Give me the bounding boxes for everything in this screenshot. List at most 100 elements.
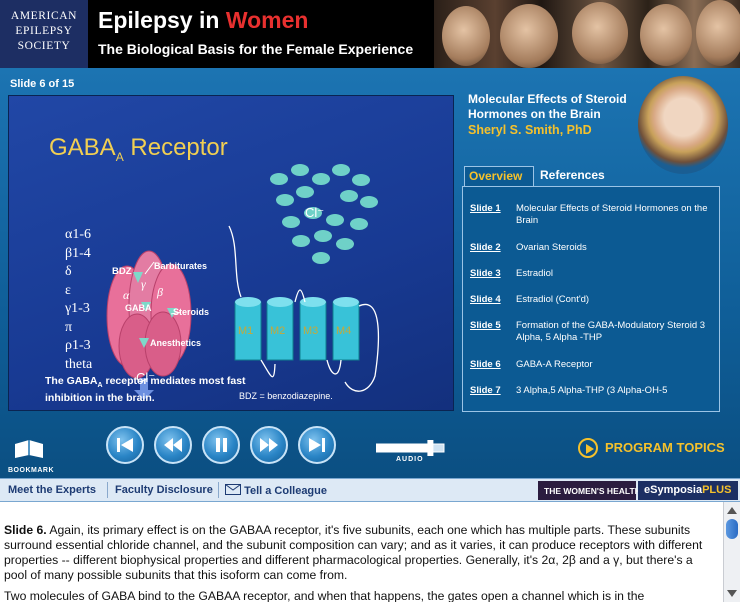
bookmark-icon xyxy=(15,440,43,458)
m2-segment xyxy=(266,301,294,361)
esymposia-plus-badge[interactable]: eSymposiaPLUS xyxy=(638,481,738,500)
esymposia-plus-text: PLUS xyxy=(702,484,732,496)
tab-overview[interactable]: Overview xyxy=(464,166,534,186)
toc-slide-link[interactable]: Slide 1 xyxy=(470,203,501,214)
toc-slide-link[interactable]: Slide 6 xyxy=(470,359,501,370)
rewind-icon xyxy=(164,438,182,452)
faculty-disclosure-link[interactable]: Faculty Disclosure xyxy=(115,484,213,496)
steroid-site-marker xyxy=(167,308,177,318)
toc-slide-title: GABA-A Receptor xyxy=(516,359,593,370)
audio-label: AUDIO xyxy=(396,456,424,463)
womens-health-badge[interactable]: THE WOMEN'S HEALTH xyxy=(538,481,641,500)
esymposia-text: eSymposia xyxy=(644,484,703,496)
subunit-list: α1-6 β1-4 δ ε γ1-3 π ρ1-3 theta xyxy=(65,226,92,374)
alpha-label: α xyxy=(123,288,130,302)
cl-inner-label: Cl⁻ xyxy=(136,370,155,385)
tab-references[interactable]: References xyxy=(540,168,605,182)
slide-caption: The GABAA receptor mediates most fast in… xyxy=(45,375,246,405)
subunit-item: π xyxy=(65,319,73,335)
ion xyxy=(336,238,354,250)
gaba-label: GABA xyxy=(125,303,152,313)
ion xyxy=(282,216,300,228)
scroll-thumb[interactable] xyxy=(726,519,738,539)
slide-viewer: GABAA Receptor α1-6 β1-4 δ ε γ1-3 π ρ1-3… xyxy=(8,95,454,411)
ion xyxy=(312,252,330,264)
beta-label: β xyxy=(156,285,163,299)
audio-volume-slider[interactable] xyxy=(375,440,446,456)
subunit-item: α1-6 xyxy=(65,227,91,242)
toc-slide-title: Ovarian Steroids xyxy=(516,242,587,253)
toc-slide-link[interactable]: Slide 3 xyxy=(470,268,501,279)
audio-volume-fill xyxy=(376,444,431,452)
toc-slide-link[interactable]: Slide 4 xyxy=(470,294,501,305)
audio-volume-control[interactable]: AUDIO xyxy=(375,440,446,470)
skip-back-button[interactable] xyxy=(106,426,144,464)
ion xyxy=(292,235,310,247)
slide-title: GABAA Receptor xyxy=(49,134,228,164)
pause-button[interactable] xyxy=(202,426,240,464)
skip-back-icon xyxy=(117,438,133,452)
bookmark-button[interactable]: BOOKMARK xyxy=(8,438,54,474)
ion xyxy=(304,207,322,219)
header-photo-face xyxy=(500,4,558,68)
m4-segment xyxy=(332,301,360,361)
toc-slide-link[interactable]: Slide 7 xyxy=(470,385,501,396)
header-photo-face xyxy=(442,6,490,66)
subunit-item: theta xyxy=(65,356,93,372)
transcript-paragraph: Two molecules of GABA bind to the GABAA … xyxy=(4,589,645,602)
subunit-item: δ xyxy=(65,264,72,279)
toc-slide-link[interactable]: Slide 5 xyxy=(470,320,501,331)
speaker-info: Molecular Effects of Steroid Hormones on… xyxy=(468,92,648,137)
barbiturates-label: Barbiturates xyxy=(154,261,207,271)
gaba-receptor-diagram: Cl⁻ M1 M2 M3 M4 xyxy=(106,164,380,400)
subunit-item: ρ1-3 xyxy=(65,338,91,353)
header-banner: AMERICAN EPILEPSY SOCIETY Epilepsy in Wo… xyxy=(0,0,740,68)
transcript-scrollbar[interactable] xyxy=(723,502,740,602)
ion xyxy=(291,164,309,176)
program-title-area: Epilepsy in Women The Biological Basis f… xyxy=(88,0,438,68)
ion xyxy=(314,230,332,242)
subunit-item: β1-4 xyxy=(65,245,91,261)
logo-line: EPILEPSY xyxy=(15,25,73,37)
ion xyxy=(350,218,368,230)
pause-icon xyxy=(216,438,227,452)
toc-slide-title: Molecular Effects of Steroid Hormones on… xyxy=(516,203,708,226)
nav-divider xyxy=(107,482,108,498)
chloride-ion-cluster xyxy=(270,164,378,264)
logo-line: SOCIETY xyxy=(17,40,71,52)
chloride-flow-arrow xyxy=(134,378,154,400)
bdz-label: BDZ xyxy=(112,266,132,277)
play-circle-icon xyxy=(578,438,598,458)
cl-outer-label: Cl⁻ xyxy=(305,205,324,220)
rewind-button[interactable] xyxy=(154,426,192,464)
nav-divider xyxy=(218,482,219,498)
speaker-name: Sheryl S. Smith, PhD xyxy=(468,123,592,137)
toc-slide-title: Estradiol (Cont'd) xyxy=(516,294,590,305)
footer-nav-bar: Meet the Experts Faculty Disclosure Tell… xyxy=(0,478,740,502)
meet-experts-link[interactable]: Meet the Experts xyxy=(8,484,97,496)
protein-chain-line xyxy=(228,225,380,392)
header-photo-strip xyxy=(434,0,740,68)
fast-forward-button[interactable] xyxy=(250,426,288,464)
tell-colleague-link[interactable]: Tell a Colleague xyxy=(225,479,327,501)
toc-slide-link[interactable]: Slide 2 xyxy=(470,242,501,253)
m1-label: M1 xyxy=(238,325,253,337)
ion xyxy=(296,186,314,198)
skip-forward-icon xyxy=(309,438,325,452)
program-title: Epilepsy in Women xyxy=(98,7,309,33)
toc-slide-title: 3 Alpha,5 Alpha-THP (3 Alpha-OH-5 xyxy=(516,385,668,396)
m3-segment xyxy=(299,301,327,361)
ion xyxy=(276,194,294,206)
toc-slide-title: Formation of the GABA-Modulatory Steroid… xyxy=(516,320,706,343)
slide-toc-list[interactable]: Slide 1 Molecular Effects of Steroid Hor… xyxy=(462,186,720,412)
scroll-down-arrow-icon[interactable] xyxy=(727,590,737,597)
speaker-photo xyxy=(638,76,728,174)
skip-forward-button[interactable] xyxy=(298,426,336,464)
m2-label: M2 xyxy=(270,325,285,337)
scroll-up-arrow-icon[interactable] xyxy=(727,507,737,514)
m3-label: M3 xyxy=(303,325,318,337)
transcript-pane[interactable]: Slide 6. Again, its primary effect is on… xyxy=(0,502,740,602)
ion xyxy=(332,164,350,176)
m4-label: M4 xyxy=(336,325,351,337)
audio-volume-knob[interactable] xyxy=(427,440,434,456)
